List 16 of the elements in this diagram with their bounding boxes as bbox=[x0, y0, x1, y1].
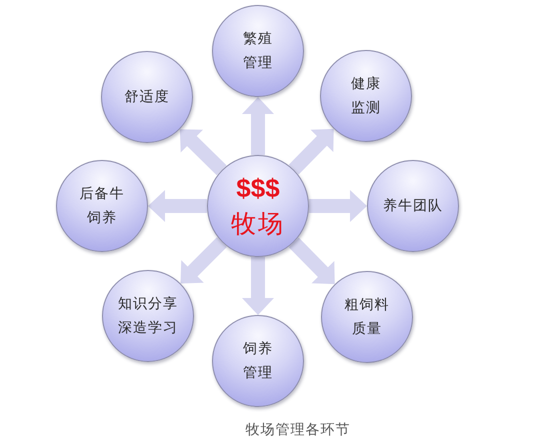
hub-circle bbox=[207, 155, 309, 257]
topic-label: 养牛团队 bbox=[382, 197, 444, 216]
topic-label: 后备牛饲养 bbox=[78, 185, 126, 228]
topic-label: 知识分享深造学习 bbox=[117, 295, 179, 338]
block-arrow bbox=[242, 97, 274, 155]
topic-label: 舒适度 bbox=[124, 88, 170, 107]
hub-label: 牧场 bbox=[231, 209, 285, 239]
dollar-signs: $$$ bbox=[236, 173, 280, 203]
caption: 牧场管理各环节 bbox=[246, 421, 350, 440]
topic-label: 健康监测 bbox=[350, 75, 382, 118]
topic-label: 繁殖管理 bbox=[242, 30, 274, 73]
block-arrow bbox=[242, 257, 274, 315]
topic-label: 饲养管理 bbox=[242, 340, 274, 383]
block-arrow bbox=[309, 190, 367, 222]
topic-label: 粗饲料质量 bbox=[344, 296, 390, 339]
block-arrow bbox=[148, 190, 207, 222]
